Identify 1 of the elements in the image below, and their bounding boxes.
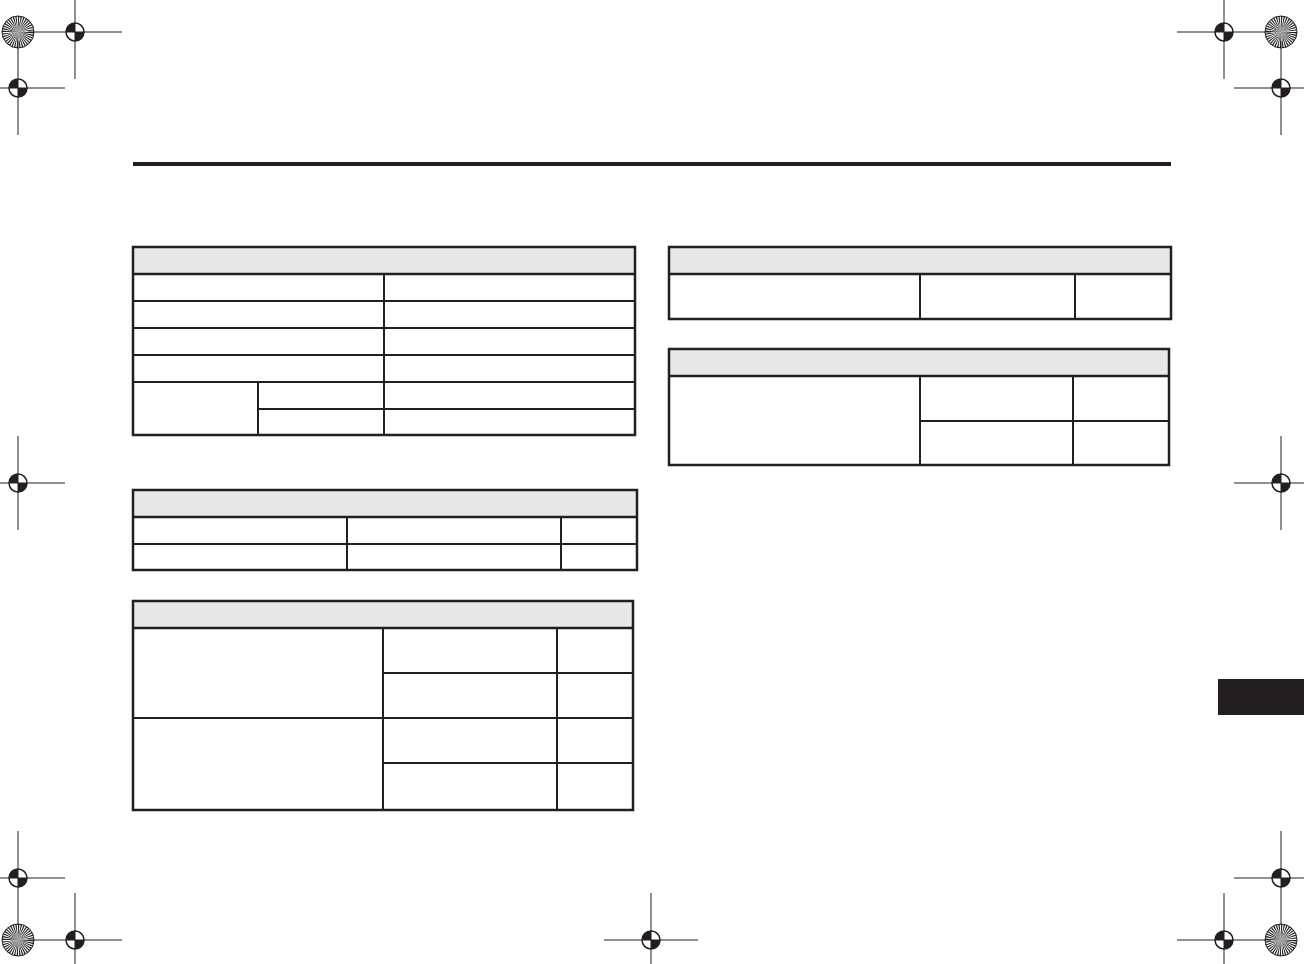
side-tab bbox=[1218, 679, 1304, 715]
